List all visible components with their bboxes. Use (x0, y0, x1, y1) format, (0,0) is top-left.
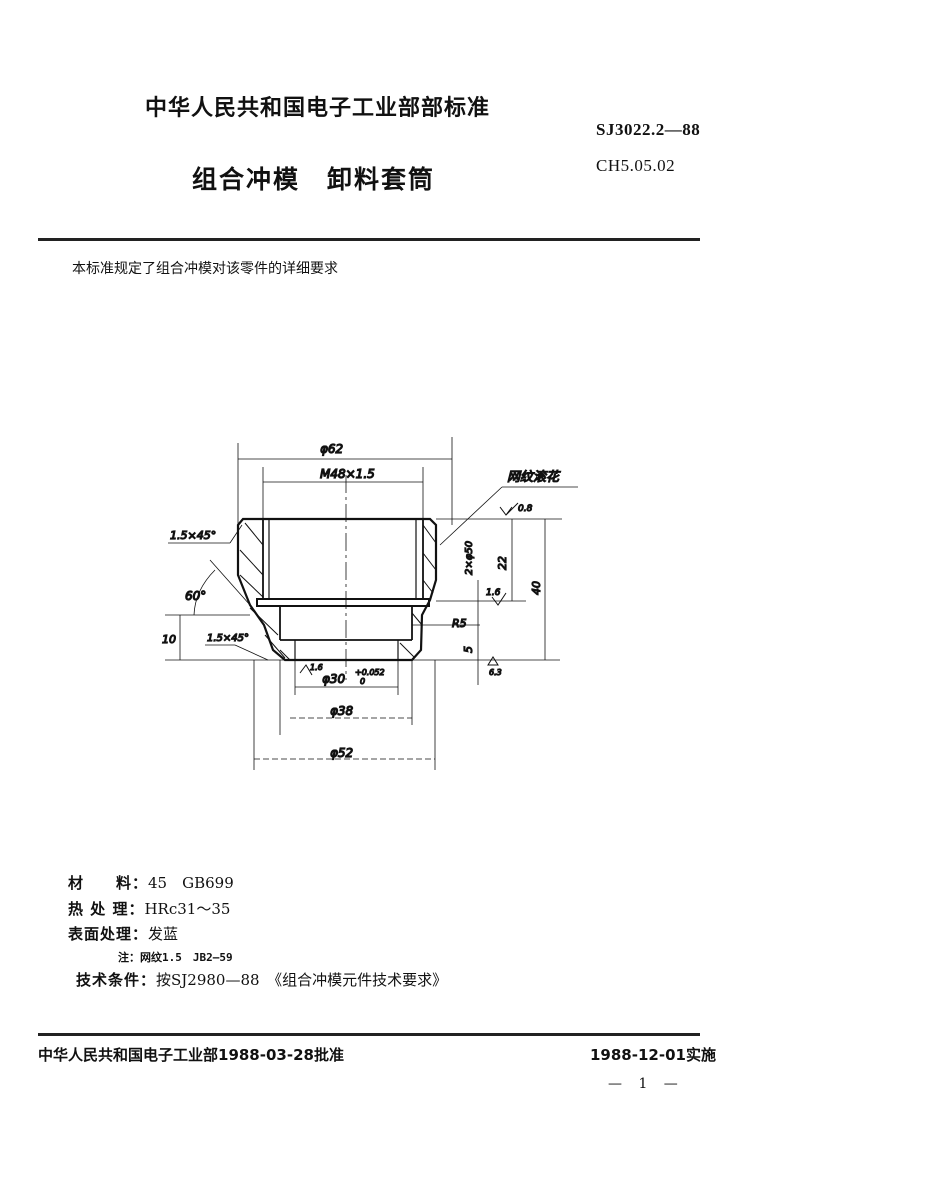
dim-10: 10 (162, 633, 176, 646)
header-divider (38, 238, 700, 241)
spec-label: 表面处理： (68, 925, 149, 943)
spec-value: 45 GB699 (148, 874, 234, 892)
dim-thread: M48×1.5 (320, 467, 375, 481)
bore-tolerance-lower: 0 (360, 677, 365, 686)
spec-heat-treatment: 热 处 理：HRc31～35 (68, 898, 230, 919)
roughness-mid: 1.6 (486, 588, 501, 598)
spec-label: 技术条件： (76, 971, 157, 989)
roughness-bottom: 6.3 (489, 668, 502, 677)
spec-value: 发蓝 (148, 925, 179, 943)
bore-diameter: φ30 (322, 672, 346, 686)
effective-date: 1988-12-01实施 (590, 1046, 716, 1064)
dim-22: 22 (496, 556, 509, 570)
spec-technical-conditions: 技术条件：按SJ2980—88 《组合冲模元件技术要求》 (76, 969, 447, 990)
chamfer-bottom: 1.5×45° (207, 633, 249, 644)
spec-value: 按SJ2980—88 《组合冲模元件技术要求》 (156, 971, 448, 989)
dim-52: φ52 (330, 746, 353, 760)
dim-38: φ38 (330, 704, 354, 718)
knurl-note: 注：网纹1.5 JB2—59 (118, 951, 233, 964)
intro-text: 本标准规定了组合冲模对该零件的详细要求 (72, 261, 338, 277)
roughness-bore: 1.6 (310, 663, 323, 672)
approval-date: 中华人民共和国电子工业部1988-03-28批准 (38, 1046, 344, 1064)
bore-tolerance-upper: +0.052 (355, 668, 385, 677)
dim-outer-diameter: φ62 (320, 442, 343, 456)
dim-groove: 2×φ50 (464, 541, 475, 575)
dim-40: 40 (530, 581, 543, 595)
standard-code: SJ3022.2—88 (596, 120, 701, 139)
knurl-label: 网纹滚花 (507, 470, 561, 485)
footer-divider (38, 1033, 700, 1036)
spec-surface-treatment: 表面处理：发蓝 (68, 923, 178, 944)
spec-material: 材 料：45 GB699 (68, 872, 234, 893)
technical-drawing: φ62 M48×1.5 网纹滚花 0.8 1.5×45° 60° 10 1.5×… (150, 425, 610, 789)
angle-60: 60° (185, 589, 206, 603)
page-number: — 1 — (608, 1076, 684, 1092)
chamfer-top: 1.5×45° (170, 529, 216, 542)
dim-5: 5 (462, 646, 475, 653)
roughness-top: 0.8 (518, 504, 533, 514)
document-title: 组合冲模 卸料套筒 (192, 165, 436, 194)
classification-code: CH5.05.02 (596, 156, 676, 175)
spec-label: 材 料： (68, 874, 149, 892)
issuing-organization: 中华人民共和国电子工业部部标准 (145, 96, 491, 121)
spec-value: HRc31～35 (144, 900, 231, 918)
spec-label: 热 处 理： (68, 900, 145, 918)
radius: R5 (452, 617, 467, 630)
